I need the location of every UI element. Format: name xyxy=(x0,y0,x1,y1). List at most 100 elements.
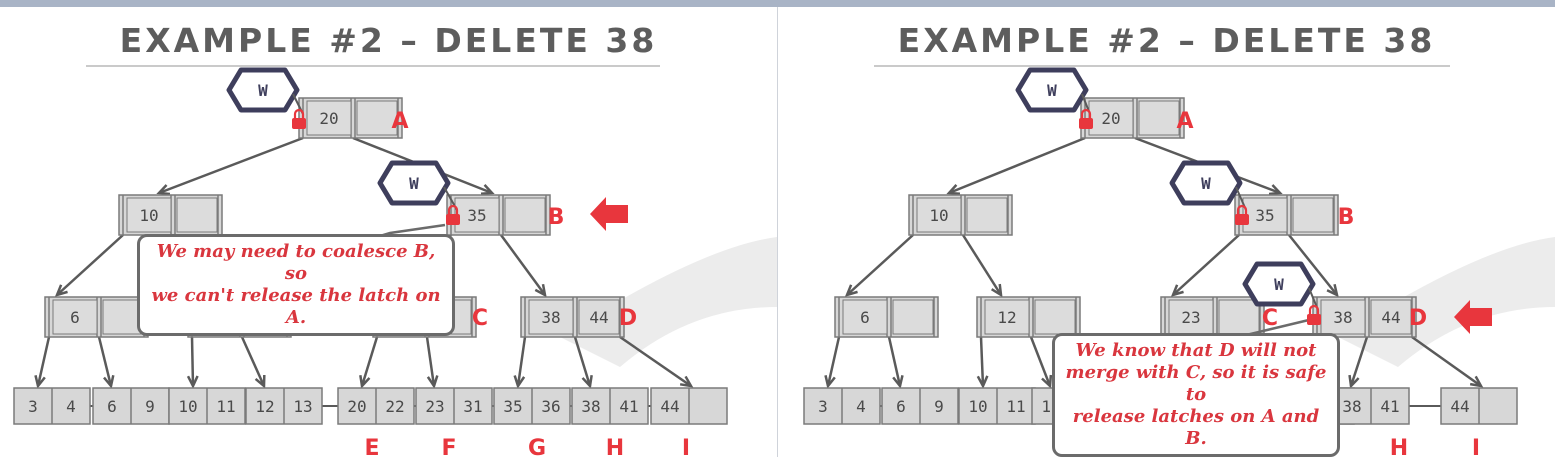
edge-line xyxy=(979,336,985,387)
edge-line xyxy=(425,336,436,387)
key-value: 35 xyxy=(503,397,522,416)
node-label-g: G xyxy=(528,436,546,457)
edge-arrowhead xyxy=(824,375,836,389)
callout-line: release latches on A and B. xyxy=(1072,406,1320,449)
slide-title: EXAMPLE #2 – DELETE 38 xyxy=(119,21,658,60)
key-value: 3 xyxy=(818,397,828,416)
key-value: 38 xyxy=(541,308,560,327)
inner-node: 35 xyxy=(1234,194,1339,236)
tree-edge xyxy=(1288,234,1339,298)
latch-hexagon xyxy=(377,160,451,206)
node-label-a: A xyxy=(391,109,408,134)
latch-label: W xyxy=(1201,174,1211,193)
key-slot xyxy=(1218,299,1260,335)
key-value: 3 xyxy=(28,397,38,416)
lock-shackle xyxy=(1236,204,1248,214)
lock-shackle xyxy=(1080,108,1092,118)
inner-node: 35 xyxy=(446,194,551,236)
edge-line xyxy=(573,336,592,387)
edge-line xyxy=(1411,335,1482,388)
write-latch: W xyxy=(1015,67,1093,129)
inner-node: 10 xyxy=(118,194,223,236)
edge-line xyxy=(948,136,1086,195)
edge-line xyxy=(190,336,195,387)
edge-arrowhead xyxy=(946,184,961,195)
node-label-h: H xyxy=(606,436,624,457)
tree-edge xyxy=(499,234,547,298)
tree-edge xyxy=(824,336,841,389)
key-value: 12 xyxy=(255,397,274,416)
key-value: 44 xyxy=(660,397,679,416)
edge-arrowhead xyxy=(976,375,989,389)
edge-arrowhead xyxy=(480,184,495,196)
key-value: 6 xyxy=(896,397,906,416)
key-slot xyxy=(842,299,888,335)
callout-line: We may need to coalesce B, so xyxy=(156,241,436,284)
edge-arrowhead xyxy=(103,374,115,389)
callout-box: We may need to coalesce B, so we can't r… xyxy=(137,234,455,336)
lock-icon xyxy=(292,108,306,129)
node-label-a: A xyxy=(1176,109,1193,134)
edge-arrowhead xyxy=(581,374,593,389)
key-value: 6 xyxy=(107,397,117,416)
edge-line xyxy=(516,336,527,387)
key-slot xyxy=(454,197,500,233)
callout-line: merge with C, so it is safe to xyxy=(1065,362,1327,405)
node-label-i: I xyxy=(682,436,690,457)
write-latch: W xyxy=(377,160,460,225)
key-value: 20 xyxy=(1101,109,1120,128)
latch-hexagon xyxy=(1169,160,1243,206)
key-value: 23 xyxy=(1181,308,1200,327)
key-slot xyxy=(1034,299,1076,335)
node-label-i: I xyxy=(1472,436,1480,457)
key-value: 44 xyxy=(589,308,608,327)
key-value: 36 xyxy=(541,397,560,416)
edge-arrowhead xyxy=(1469,375,1484,388)
key-value: 10 xyxy=(968,397,987,416)
key-value: 4 xyxy=(66,397,76,416)
key-slot xyxy=(892,299,934,335)
edge-arrowhead xyxy=(254,374,266,389)
key-slot xyxy=(528,299,574,335)
node-label-d: D xyxy=(1409,306,1427,331)
tree-edge xyxy=(156,136,304,196)
lock-body xyxy=(292,118,306,129)
edge-arrowhead xyxy=(54,284,68,297)
leaf-node: 44 xyxy=(1440,387,1518,425)
leaf-node: 35 36 xyxy=(493,387,571,425)
edge-arrowhead xyxy=(844,284,858,297)
key-value: 6 xyxy=(860,308,870,327)
tree-edge xyxy=(34,336,51,389)
edge-arrowhead xyxy=(1041,374,1053,389)
node-label-c: C xyxy=(472,306,488,331)
tree-edge xyxy=(887,336,904,389)
inner-node: 20 xyxy=(1080,97,1185,139)
latches: WW xyxy=(226,67,628,241)
inner-node: 6 xyxy=(44,296,149,338)
key-value: 41 xyxy=(619,397,638,416)
tree-edge xyxy=(425,336,439,389)
edge-line xyxy=(360,336,379,387)
edge-line xyxy=(961,234,1003,296)
key-value: 9 xyxy=(934,397,944,416)
lock-icon xyxy=(446,204,460,225)
tree-edge xyxy=(1029,336,1053,389)
latch-hexagon xyxy=(1015,67,1089,113)
leaf-node: 44 xyxy=(650,387,728,425)
key-value: 12 xyxy=(997,308,1016,327)
tree-edge xyxy=(54,234,124,297)
key-slot xyxy=(578,299,620,335)
latch-label: W xyxy=(1047,81,1057,100)
key-slot xyxy=(1292,197,1334,233)
edge-line xyxy=(1349,336,1369,387)
node-label-f: F xyxy=(441,436,456,457)
key-slot xyxy=(966,197,1008,233)
key-value: 31 xyxy=(463,397,482,416)
